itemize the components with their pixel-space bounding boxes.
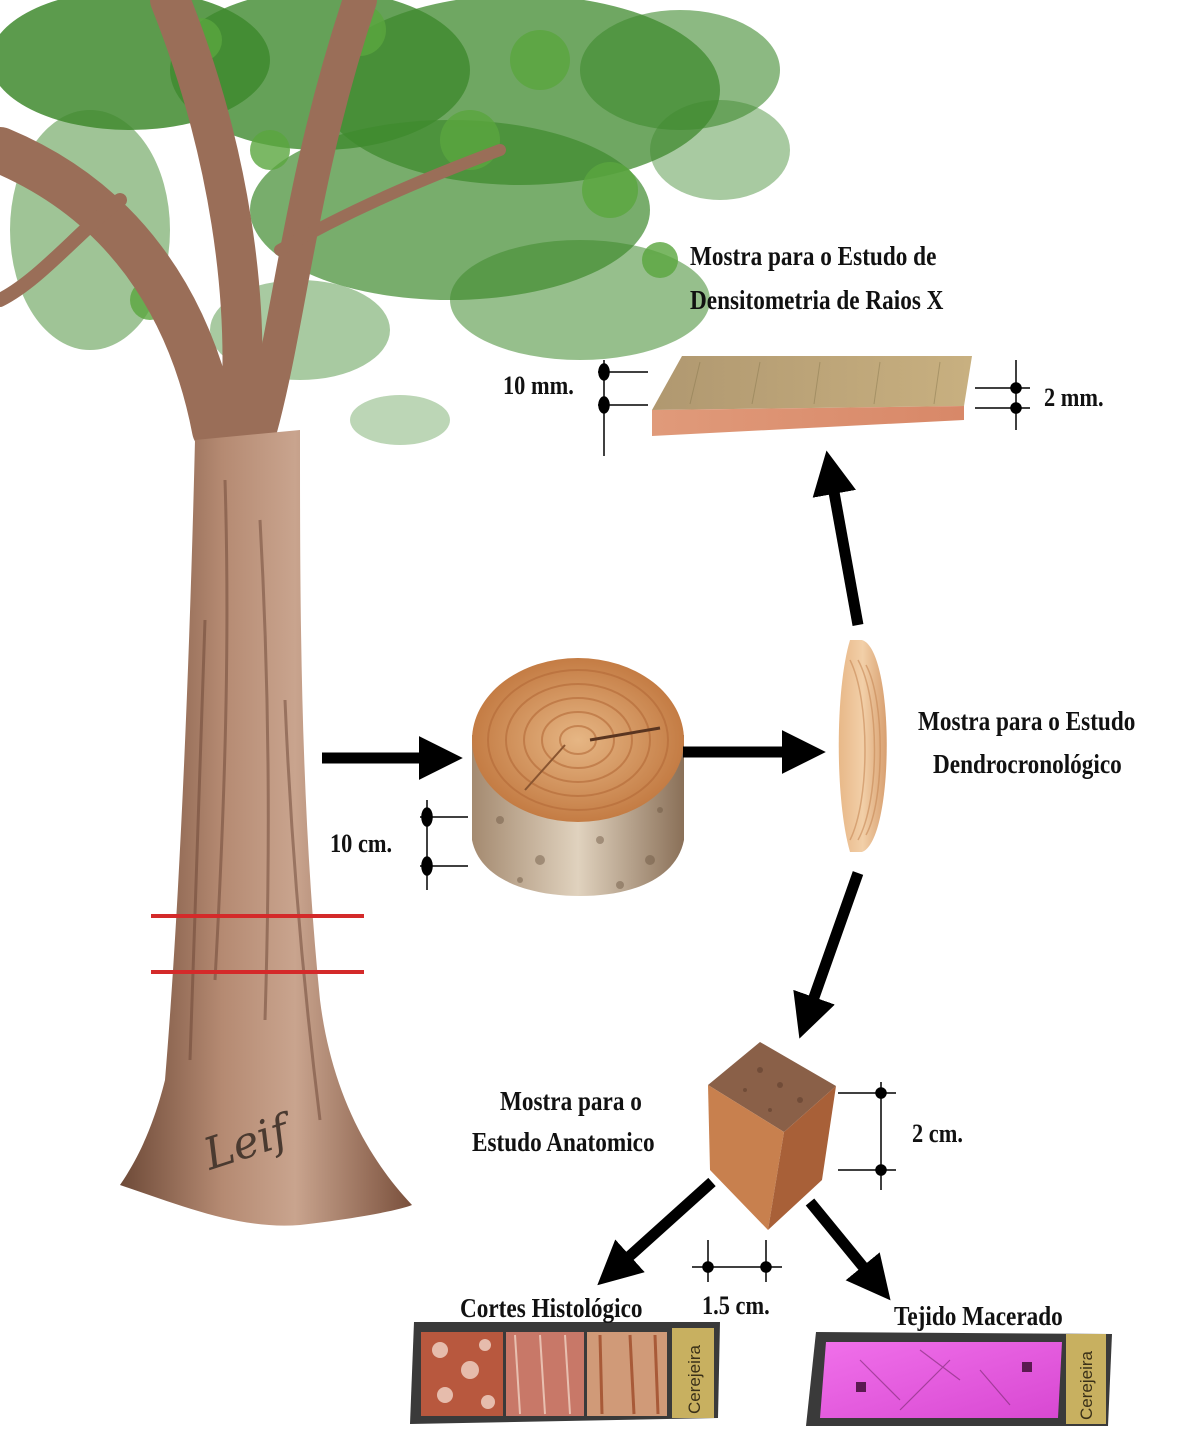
xray-strip	[652, 356, 972, 436]
label-tejido-macerado: Tejido Macerado	[894, 1300, 1063, 1332]
arrow-slab-to-cube	[806, 873, 858, 1020]
histology-slide: Cerejeira	[410, 1322, 720, 1424]
label-dim-2cm: 2 cm.	[912, 1118, 963, 1149]
dim-10cm-marker	[420, 800, 468, 890]
tree-illustration: Leif	[0, 0, 790, 1226]
label-dim-10cm: 10 cm.	[330, 828, 392, 859]
slide-label-text: Cerejeira	[685, 1344, 704, 1414]
macerated-slide: Cerejeira	[806, 1332, 1112, 1426]
dim-2cm-marker	[838, 1082, 896, 1190]
label-dendro-line2: Dendrocronológico	[933, 748, 1122, 780]
label-dim-10mm: 10 mm.	[503, 370, 574, 401]
arrow-cube-to-histology	[612, 1182, 712, 1272]
arrow-cube-to-macerated	[810, 1202, 878, 1285]
label-anatomico-line1: Mostra para o	[500, 1085, 642, 1117]
label-anatomico-line2: Estudo Anatomico	[472, 1126, 655, 1158]
label-dendro-line1: Mostra para o Estudo	[918, 705, 1135, 737]
dim-2mm-marker	[975, 360, 1030, 430]
dim-10mm-marker	[598, 360, 648, 456]
label-densitometria-line1: Mostra para o Estudo de	[690, 240, 936, 272]
log-section	[472, 658, 684, 896]
label-densitometria-line2: Densitometria de Raios X	[690, 284, 943, 316]
dim-1-5cm-marker	[692, 1240, 782, 1282]
arrow-slab-to-strip	[830, 470, 858, 625]
label-dim-2mm: 2 mm.	[1044, 382, 1104, 413]
dendro-slab	[839, 640, 887, 852]
label-cortes-histologico: Cortes Histológico	[460, 1292, 642, 1324]
slide-label-text: Cerejeira	[1077, 1350, 1096, 1420]
label-dim-1-5cm: 1.5 cm.	[702, 1290, 770, 1321]
